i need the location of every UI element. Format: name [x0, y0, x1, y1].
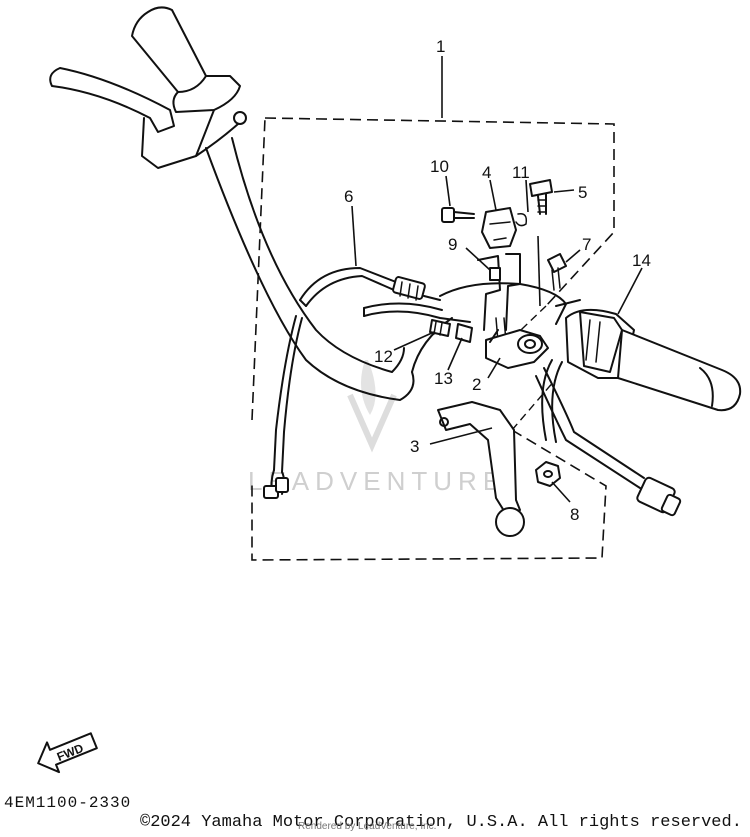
- watermark-text: LEADVENTURE: [248, 466, 506, 496]
- callout-5: 5: [578, 183, 587, 202]
- callout-13: 13: [434, 369, 453, 388]
- callout-14: 14: [632, 251, 651, 270]
- copyright-notice: ©2024 Yamaha Motor Corporation, U.S.A. A…: [140, 813, 742, 832]
- part-11-pin: [515, 212, 528, 227]
- left-handlebar: [49, 6, 453, 401]
- callout-6: 6: [344, 187, 353, 206]
- callout-1: 1: [436, 37, 445, 56]
- leader-lines: [351, 56, 643, 503]
- part-6-cable: [299, 267, 441, 307]
- part-13-locknut: [455, 323, 473, 343]
- part-7-screw: [547, 253, 567, 291]
- callout-4: 4: [482, 163, 491, 182]
- assembly-boundary: [251, 117, 615, 561]
- callout-2: 2: [472, 375, 481, 394]
- part-2-lever-holder: [439, 282, 567, 369]
- throttle-cable: [363, 302, 471, 323]
- fwd-arrow-icon: FWD: [37, 732, 98, 774]
- right-handlebar: [555, 299, 742, 412]
- callout-8: 8: [570, 505, 579, 524]
- part-4-clamp: [481, 207, 517, 249]
- callout-11: 11: [512, 163, 530, 182]
- part-10-screw: [441, 207, 475, 223]
- part-14-switch-cables: [535, 359, 682, 517]
- part-5-bolt: [529, 179, 553, 215]
- callout-7: 7: [582, 235, 591, 254]
- callout-12: 12: [374, 347, 393, 366]
- diagram-code: 4EM1100-2330: [4, 794, 132, 812]
- part-12-adjuster: [429, 319, 451, 337]
- part-8-nut: [535, 461, 561, 487]
- callout-3: 3: [410, 437, 419, 456]
- part-3-lever: [437, 401, 525, 537]
- rendered-by-credit: Rendered by LeadVenture, Inc.: [298, 821, 437, 832]
- fwd-label: FWD: [55, 741, 86, 764]
- callout-labels: 1 2 3 4 5 6 7 8 9 10 11 12 13 14: [344, 37, 651, 524]
- callout-9: 9: [448, 235, 457, 254]
- part-9-bracket: [477, 253, 521, 343]
- switch-wiring: [263, 315, 303, 499]
- watermark: LEADVENTURE: [248, 360, 506, 496]
- callout-10: 10: [430, 157, 449, 176]
